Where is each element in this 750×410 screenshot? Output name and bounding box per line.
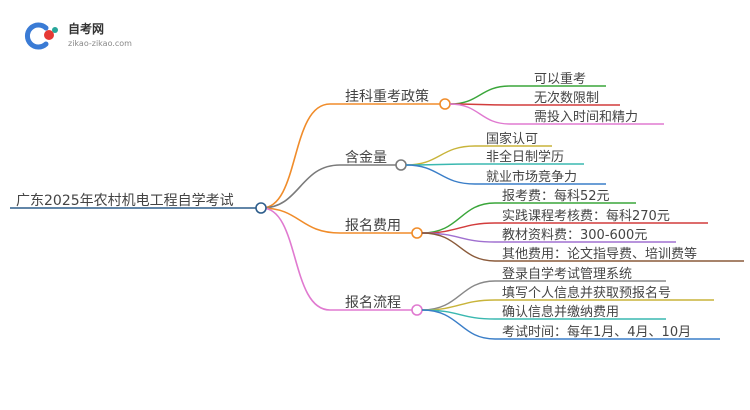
branch-registration-process[interactable]: 报名流程 登录自学考试管理系统 填写个人信息并获取预报名号 确认信息并缴纳费用 … bbox=[345, 266, 720, 340]
leaf-material-fee: 教材资料费：300-600元 bbox=[502, 227, 647, 243]
branch-label: 挂科重考政策 bbox=[345, 88, 429, 105]
root-node[interactable]: 广东2025年农村机电工程自学考试 bbox=[10, 193, 267, 214]
logo-icon bbox=[25, 22, 58, 50]
branch-label: 报名流程 bbox=[345, 295, 401, 311]
logo-name: 自考网 bbox=[68, 21, 104, 36]
branch-registration-fees[interactable]: 报名费用 报考费：每科52元 实践课程考核费：每科270元 教材资料费：300-… bbox=[345, 188, 744, 262]
leaf-national-recognition: 国家认可 bbox=[486, 131, 538, 147]
leaf-no-limit: 无次数限制 bbox=[534, 90, 599, 106]
leaf-exam-fee: 报考费：每科52元 bbox=[502, 188, 610, 204]
leaf-can-retake: 可以重考 bbox=[534, 71, 586, 87]
leaf-part-time-degree: 非全日制学历 bbox=[486, 149, 564, 165]
branch-label: 报名费用 bbox=[345, 218, 401, 234]
leaf-other-fees: 其他费用：论文指导费、培训费等 bbox=[502, 246, 697, 262]
root-label: 广东2025年农村机电工程自学考试 bbox=[16, 193, 234, 209]
leaf-confirm-pay: 确认信息并缴纳费用 bbox=[502, 304, 619, 320]
leaf-exam-time: 考试时间：每年1月、4月、10月 bbox=[502, 324, 691, 340]
leaf-job-competitiveness: 就业市场竞争力 bbox=[486, 169, 577, 185]
root-connectors bbox=[261, 103, 440, 311]
logo-url: zikao-zikao.com bbox=[68, 39, 132, 48]
leaf-time-effort: 需投入时间和精力 bbox=[534, 109, 638, 125]
branch-value[interactable]: 含金量 国家认可 非全日制学历 就业市场竞争力 bbox=[345, 131, 606, 185]
leaf-practice-fee: 实践课程考核费：每科270元 bbox=[502, 208, 670, 224]
branch-retake-policy[interactable]: 挂科重考政策 可以重考 无次数限制 需投入时间和精力 bbox=[345, 71, 664, 125]
leaf-login-system: 登录自学考试管理系统 bbox=[502, 266, 632, 282]
leaf-fill-info: 填写个人信息并获取预报名号 bbox=[502, 285, 671, 301]
branch-label: 含金量 bbox=[345, 150, 387, 166]
site-logo[interactable]: 自考网 zikao-zikao.com bbox=[25, 21, 132, 50]
